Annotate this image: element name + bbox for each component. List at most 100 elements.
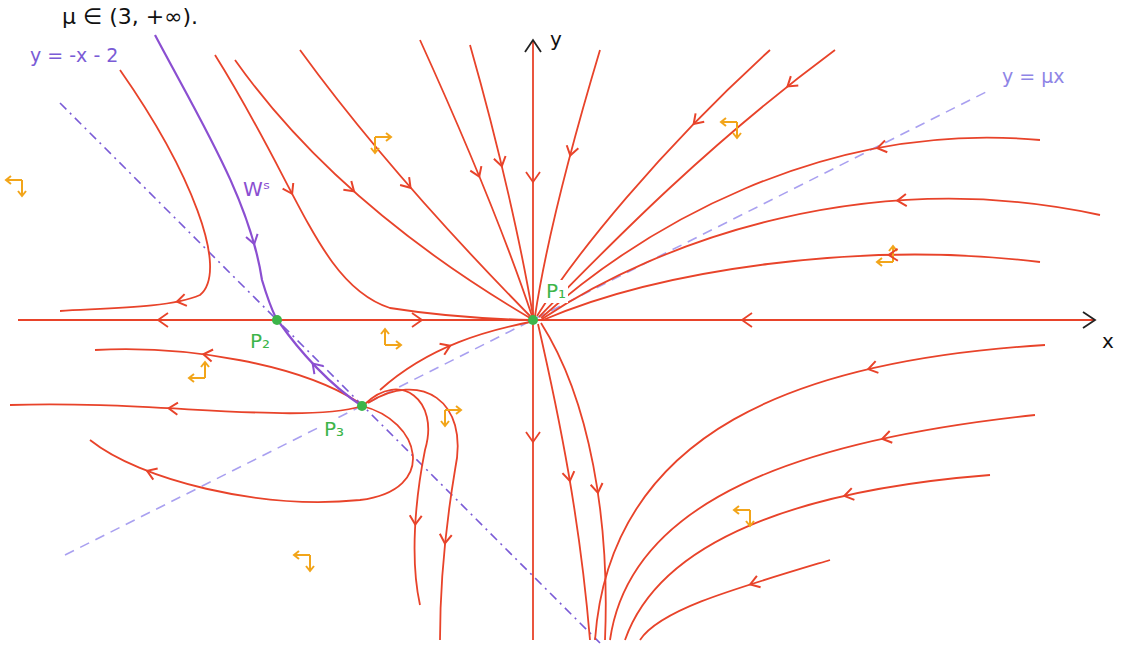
direction-indicator bbox=[189, 362, 209, 382]
trajectory bbox=[625, 475, 990, 640]
horizontal-direction bbox=[294, 551, 310, 559]
flow-arrow bbox=[564, 145, 578, 157]
direction-indicators bbox=[6, 118, 897, 571]
horizontal-direction bbox=[375, 133, 391, 141]
horizontal-direction bbox=[445, 406, 461, 414]
flow-arrow bbox=[145, 465, 158, 479]
flow-arrow bbox=[158, 313, 168, 327]
parameter-range: μ ∈ (3, +∞). bbox=[60, 4, 200, 29]
trajectory bbox=[60, 70, 210, 311]
manifold-curve bbox=[279, 322, 362, 406]
direction-indicator bbox=[441, 406, 461, 426]
point-label: P₁ bbox=[544, 280, 568, 303]
flow-arrow bbox=[439, 534, 452, 544]
flow-arrow bbox=[843, 488, 854, 502]
isocline-label: y = -x - 2 bbox=[28, 45, 120, 67]
trajectory bbox=[365, 389, 428, 605]
trajectory bbox=[541, 323, 606, 640]
flow-arrow bbox=[246, 234, 260, 246]
flow-arrow bbox=[308, 359, 323, 374]
trajectory bbox=[368, 390, 458, 640]
axis-label: y bbox=[548, 28, 564, 51]
trajectory bbox=[90, 406, 413, 502]
manifold-label: Wˢ bbox=[241, 178, 272, 201]
flow-arrow bbox=[526, 172, 540, 182]
trajectory-arrows bbox=[145, 76, 907, 590]
flow-arrow bbox=[343, 181, 358, 196]
flow-arrow bbox=[867, 361, 879, 375]
trajectory bbox=[610, 415, 1035, 640]
vertical-direction bbox=[746, 510, 754, 526]
trajectory bbox=[543, 255, 1040, 320]
flow-arrow bbox=[283, 183, 298, 197]
trajectory bbox=[10, 404, 362, 413]
trajectory bbox=[470, 45, 533, 316]
flow-arrow bbox=[494, 156, 508, 168]
flow-arrow bbox=[742, 313, 752, 327]
vertical-direction bbox=[306, 555, 314, 571]
trajectory bbox=[235, 60, 530, 318]
flow-arrow bbox=[689, 113, 704, 128]
y-axis bbox=[532, 40, 534, 640]
flow-arrow bbox=[748, 576, 760, 590]
trajectory bbox=[420, 40, 532, 316]
flow-arrow bbox=[176, 294, 187, 307]
vertical-direction bbox=[18, 180, 26, 196]
flow-arrow bbox=[412, 313, 422, 327]
x-axis bbox=[18, 319, 1095, 321]
flow-arrow bbox=[591, 483, 604, 494]
trajectory bbox=[380, 322, 530, 390]
trajectory bbox=[542, 199, 1100, 319]
horizontal-direction bbox=[721, 118, 737, 126]
equilibrium-point bbox=[357, 401, 367, 411]
trajectory bbox=[537, 50, 770, 316]
trajectory bbox=[538, 324, 590, 640]
horizontal-direction bbox=[734, 506, 750, 514]
axis-arrow bbox=[1083, 312, 1095, 328]
trajectory bbox=[300, 50, 531, 317]
direction-indicator bbox=[734, 506, 754, 526]
flow-arrow bbox=[784, 76, 799, 91]
isocline-line bbox=[60, 103, 600, 643]
axis-arrow bbox=[525, 40, 541, 52]
vertical-direction bbox=[733, 122, 741, 138]
flow-arrow bbox=[168, 402, 178, 414]
flow-arrow bbox=[881, 431, 892, 445]
flow-arrow bbox=[526, 432, 540, 442]
direction-indicator bbox=[721, 118, 741, 138]
horizontal-direction bbox=[6, 176, 22, 184]
horizontal-direction bbox=[877, 258, 893, 266]
manifold-curve bbox=[155, 35, 276, 318]
point-label: P₃ bbox=[322, 418, 346, 441]
flow-arrow bbox=[470, 166, 485, 179]
isoclines bbox=[60, 90, 990, 643]
axes bbox=[18, 40, 1095, 640]
isocline-label: y = μx bbox=[1000, 66, 1067, 88]
trajectory bbox=[535, 50, 600, 316]
equilibria bbox=[272, 315, 538, 411]
flow-arrow bbox=[400, 177, 415, 192]
trajectory bbox=[640, 560, 830, 640]
flow-arrow bbox=[409, 515, 421, 525]
vertical-direction bbox=[889, 246, 897, 262]
trajectory bbox=[595, 345, 1045, 640]
flow-arrow bbox=[897, 194, 907, 207]
horizontal-direction bbox=[189, 374, 205, 382]
direction-indicator bbox=[381, 329, 401, 349]
vertical-direction bbox=[201, 362, 209, 378]
vertical-direction bbox=[441, 410, 449, 426]
direction-indicator bbox=[877, 246, 897, 266]
vertical-direction bbox=[371, 137, 379, 153]
point-label: P₂ bbox=[248, 330, 272, 353]
direction-indicator bbox=[294, 551, 314, 571]
direction-indicator bbox=[371, 133, 391, 153]
flow-arrow bbox=[562, 471, 575, 482]
direction-indicator bbox=[6, 176, 26, 196]
trajectories bbox=[10, 40, 1100, 640]
isocline-line bbox=[65, 90, 990, 555]
axis-label: x bbox=[1100, 330, 1116, 353]
stable-manifold bbox=[155, 35, 362, 406]
